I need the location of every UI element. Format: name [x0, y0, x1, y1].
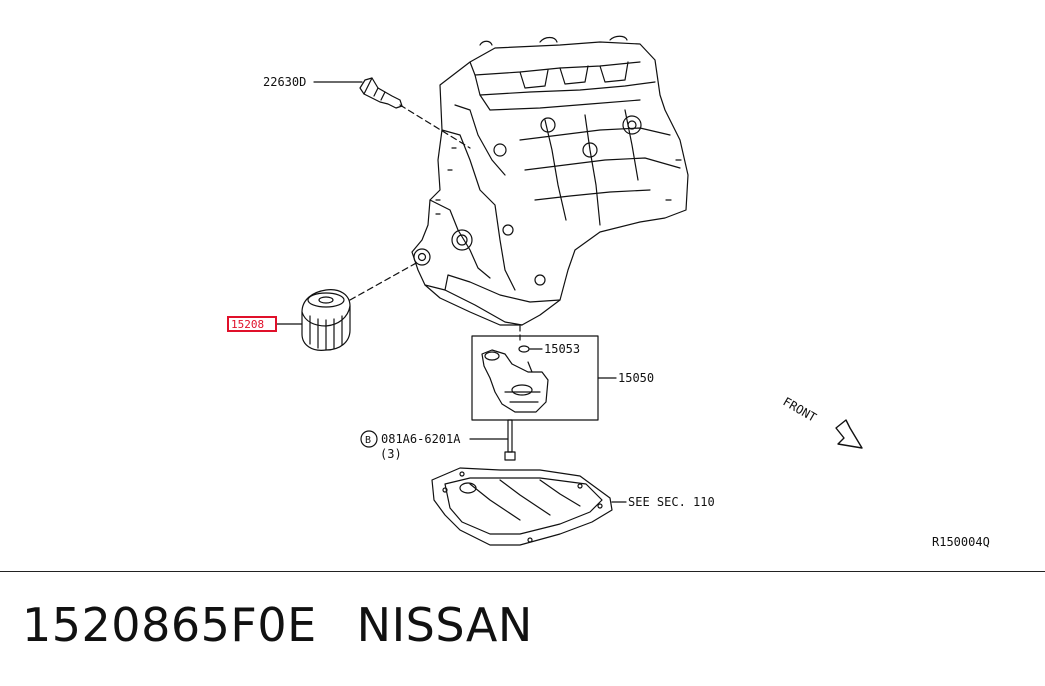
- callout-filter: 15208: [231, 318, 264, 331]
- callout-bolt: 081A6-6201A: [381, 432, 461, 446]
- part-number: 1520865F0E: [22, 598, 317, 652]
- footer-divider: [0, 571, 1045, 572]
- callout-front: FRONT: [781, 394, 819, 424]
- callout-bolt-qty: (3): [380, 447, 402, 461]
- strainer-o-ring: [518, 345, 530, 353]
- callout-strainer-part: 15053: [544, 342, 580, 356]
- oil-pan: [431, 467, 613, 546]
- callout-oil-pan: SEE SEC. 110: [628, 495, 715, 509]
- oil-strainer: [481, 349, 549, 413]
- callout-sensor: 22630D: [263, 75, 306, 89]
- oil-filter: [301, 289, 351, 351]
- filter-callout-highlight: [227, 316, 277, 332]
- oil-pressure-sensor: [359, 77, 403, 109]
- engine-block: [411, 35, 689, 326]
- sensor-install-path: [399, 104, 471, 149]
- footer-title: 1520865F0E NISSAN: [22, 598, 533, 652]
- parts-diagram: 22630D 15208 15053 15050 B 081A6-6201A (…: [227, 35, 990, 549]
- bolt-symbol-circle: [360, 430, 378, 448]
- callout-bolt-symbol: B: [365, 435, 371, 446]
- callout-strainer-assy: 15050: [618, 371, 654, 385]
- front-arrow: [835, 419, 863, 449]
- filter-install-path: [349, 261, 419, 301]
- strainer-bolt: [504, 419, 516, 461]
- diagram-code: R150004Q: [932, 535, 990, 549]
- brand-name: NISSAN: [356, 598, 533, 652]
